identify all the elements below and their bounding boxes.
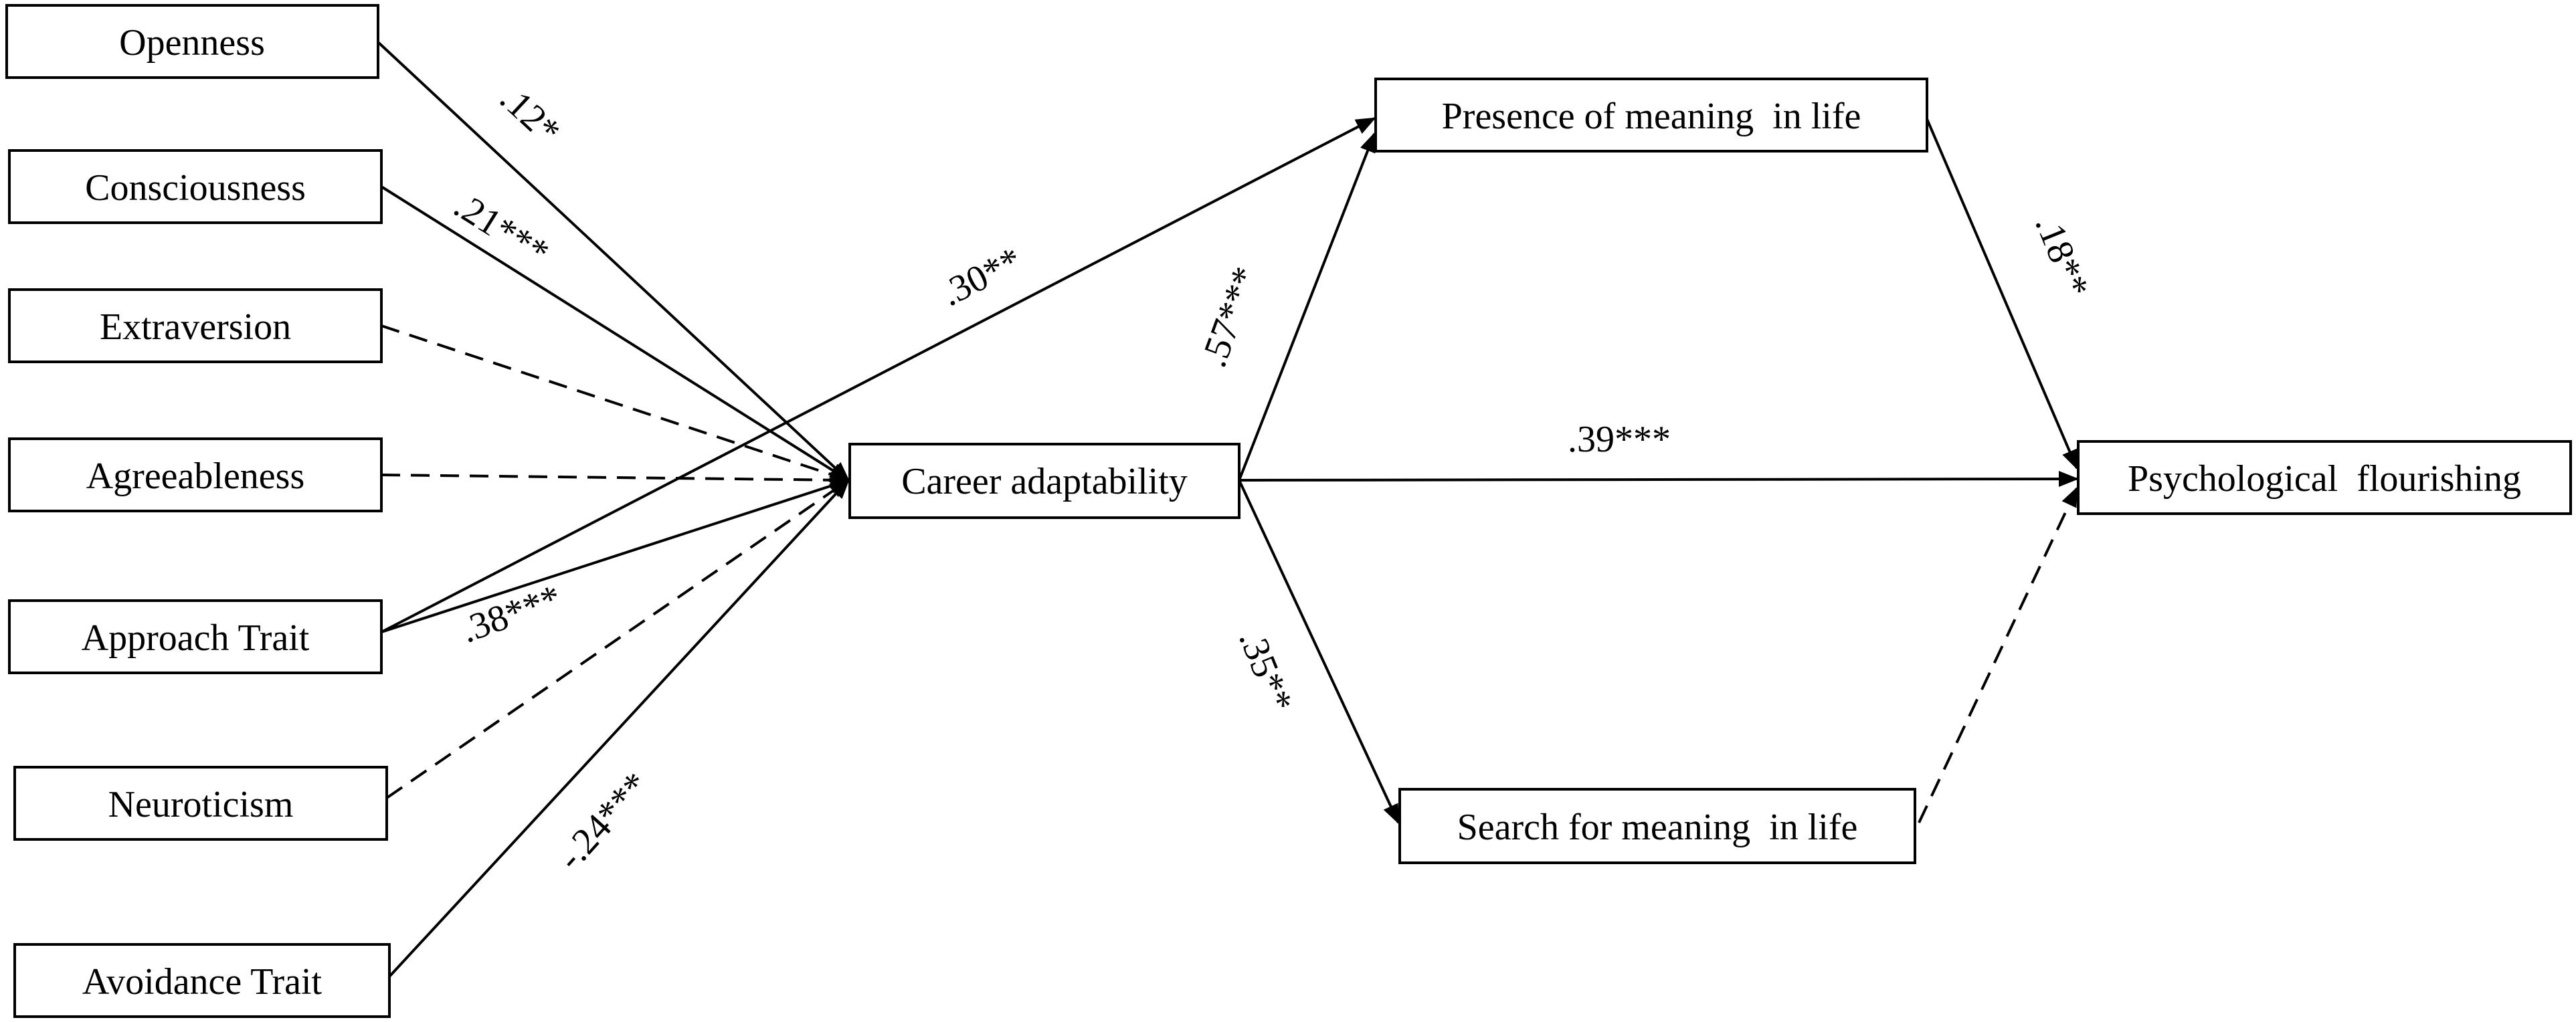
coef-approach-career: .38*** xyxy=(456,577,567,651)
coef-career-flourishing: .39*** xyxy=(1568,419,1671,460)
node-openness-label: Openness xyxy=(119,22,265,64)
node-extraversion-label: Extraversion xyxy=(100,306,291,348)
path-search-flourishing xyxy=(1918,486,2078,823)
node-search-meaning: Search for meaning in life xyxy=(1398,788,1916,864)
node-presence-meaning: Presence of meaning in life xyxy=(1374,78,1928,152)
path-agreeableness-career xyxy=(381,472,850,488)
node-neuroticism: Neuroticism xyxy=(13,766,388,841)
node-approach-trait-label: Approach Trait xyxy=(82,617,310,659)
path-neuroticism-career xyxy=(385,479,850,799)
node-psych-flourishing-label: Psychological flourishing xyxy=(2128,458,2521,500)
node-psych-flourishing: Psychological flourishing xyxy=(2077,440,2572,515)
node-career-adaptability-label: Career adaptability xyxy=(901,461,1188,502)
node-avoidance-trait: Avoidance Trait xyxy=(13,943,391,1018)
node-avoidance-trait-label: Avoidance Trait xyxy=(82,961,323,1003)
node-search-meaning-label: Search for meaning in life xyxy=(1457,807,1858,848)
coef-career-search: .35** xyxy=(1230,624,1301,718)
path-avoidance-career xyxy=(388,478,850,978)
node-neuroticism-label: Neuroticism xyxy=(108,784,294,825)
coef-openness-career: .12* xyxy=(492,78,568,152)
node-consciousness: Consciousness xyxy=(8,149,383,224)
node-extraversion: Extraversion xyxy=(8,288,383,363)
paths-layer xyxy=(377,41,2079,978)
coef-presence-flourishing: .18** xyxy=(2027,209,2097,303)
node-presence-meaning-label: Presence of meaning in life xyxy=(1442,96,1861,137)
path-extraversion-career xyxy=(381,324,850,482)
path-consciousness-career xyxy=(380,185,850,482)
path-career-search xyxy=(1238,480,1400,825)
path-career-presence xyxy=(1238,132,1376,481)
path-career-flourishing xyxy=(1238,471,2079,488)
node-openness: Openness xyxy=(5,4,379,79)
path-approach-career xyxy=(381,478,850,633)
node-career-adaptability: Career adaptability xyxy=(848,443,1240,519)
node-approach-trait: Approach Trait xyxy=(8,599,383,674)
coef-career-presence: .57*** xyxy=(1193,262,1267,373)
node-agreeableness-label: Agreeableness xyxy=(86,455,305,497)
path-approach-presence xyxy=(381,117,1376,633)
path-openness-career xyxy=(377,41,850,482)
node-consciousness-label: Consciousness xyxy=(85,167,306,209)
node-agreeableness: Agreeableness xyxy=(8,437,383,512)
path-presence-flourishing xyxy=(1926,118,2078,470)
coef-avoidance-career: -.24*** xyxy=(549,764,658,878)
